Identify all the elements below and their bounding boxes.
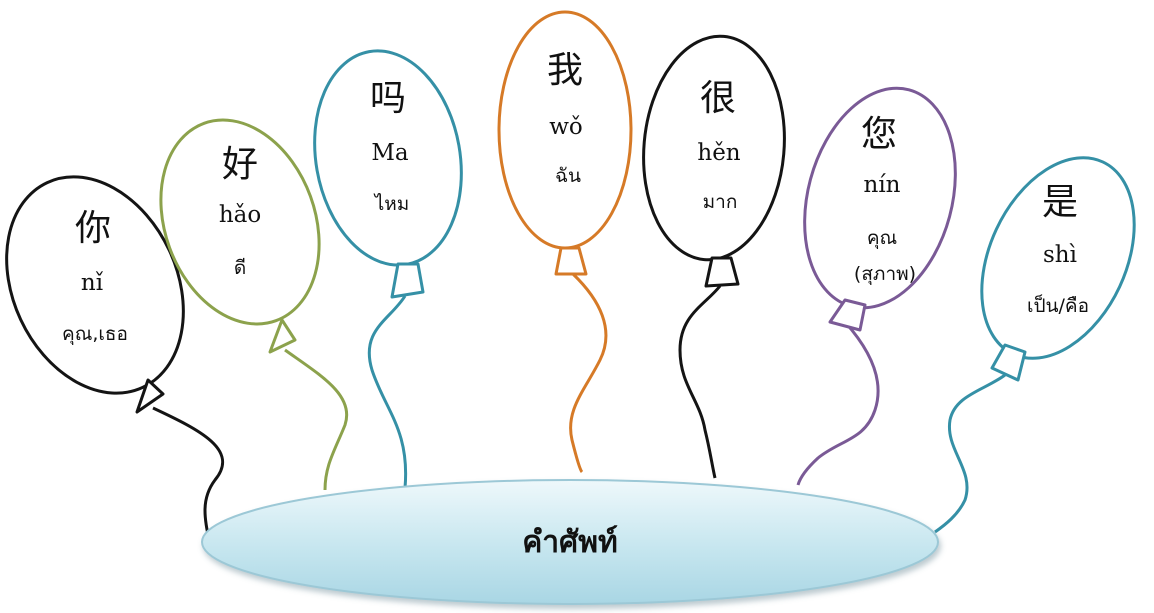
center-ellipse: [201, 479, 939, 605]
center-title: คำศัพท์: [522, 525, 618, 560]
balloon-thai: มาก: [703, 191, 738, 213]
balloon-thai: เป็น/คือ: [1027, 293, 1089, 317]
balloon-thai: ดี: [234, 257, 246, 279]
balloon-pinyin: hěn: [697, 140, 740, 166]
balloon-hanzi: 你: [75, 208, 111, 249]
balloon-knot: [390, 262, 425, 299]
balloon-thai: ไหม: [373, 193, 410, 215]
balloon-hanzi: 我: [547, 50, 583, 91]
balloon-knot: [704, 256, 740, 288]
balloon-hanzi: 是: [1042, 182, 1078, 223]
balloon-knot: [554, 246, 588, 276]
balloon-pinyin: nín: [864, 172, 901, 198]
balloon-body: [803, 86, 957, 310]
balloon-hen: 很 hěn มาก: [642, 34, 786, 479]
balloon-knot: [828, 298, 867, 332]
balloon-string: [152, 406, 224, 546]
balloon-body: [159, 118, 321, 326]
balloon-nin: 您 nín คุณ (สุภาพ): [796, 86, 957, 486]
balloon-string: [678, 285, 722, 479]
balloon-ni: 你 nǐ คุณ,เธอ: [5, 175, 224, 546]
balloon-pinyin: shì: [1043, 242, 1077, 268]
balloon-string: [796, 321, 880, 486]
balloon-pinyin: wǒ: [549, 114, 583, 140]
balloon-hanzi: 很: [700, 78, 736, 119]
balloon-hao: 好 hǎo ดี: [159, 118, 349, 491]
balloon-ma: 吗 Ma ไหม: [313, 49, 463, 489]
balloon-thai: ฉัน: [555, 165, 581, 187]
balloon-hanzi: 您: [861, 114, 897, 155]
balloon-string: [569, 272, 608, 474]
balloon-body: [642, 34, 786, 262]
balloon-thai-note: (สุภาพ): [854, 263, 916, 286]
balloon-knot: [268, 318, 297, 354]
balloon-pinyin: Ma: [371, 140, 409, 166]
balloon-thai: คุณ,เธอ: [62, 323, 128, 346]
center-label: คำศัพท์: [201, 479, 939, 605]
balloon-string: [367, 295, 408, 489]
balloon-pinyin: nǐ: [81, 270, 104, 296]
balloon-string: [934, 373, 1006, 534]
balloon-knot: [135, 378, 165, 414]
balloon-string: [284, 348, 349, 491]
balloon-hanzi: 好: [222, 144, 258, 185]
balloon-hanzi: 吗: [370, 78, 406, 119]
balloon-shi: 是 shì เป็น/คือ: [934, 156, 1136, 534]
balloon-wo: 我 wǒ ฉัน: [497, 10, 633, 474]
balloon-knot: [990, 343, 1027, 382]
balloon-thai: คุณ: [867, 227, 897, 250]
balloon-pinyin: hǎo: [219, 202, 261, 228]
